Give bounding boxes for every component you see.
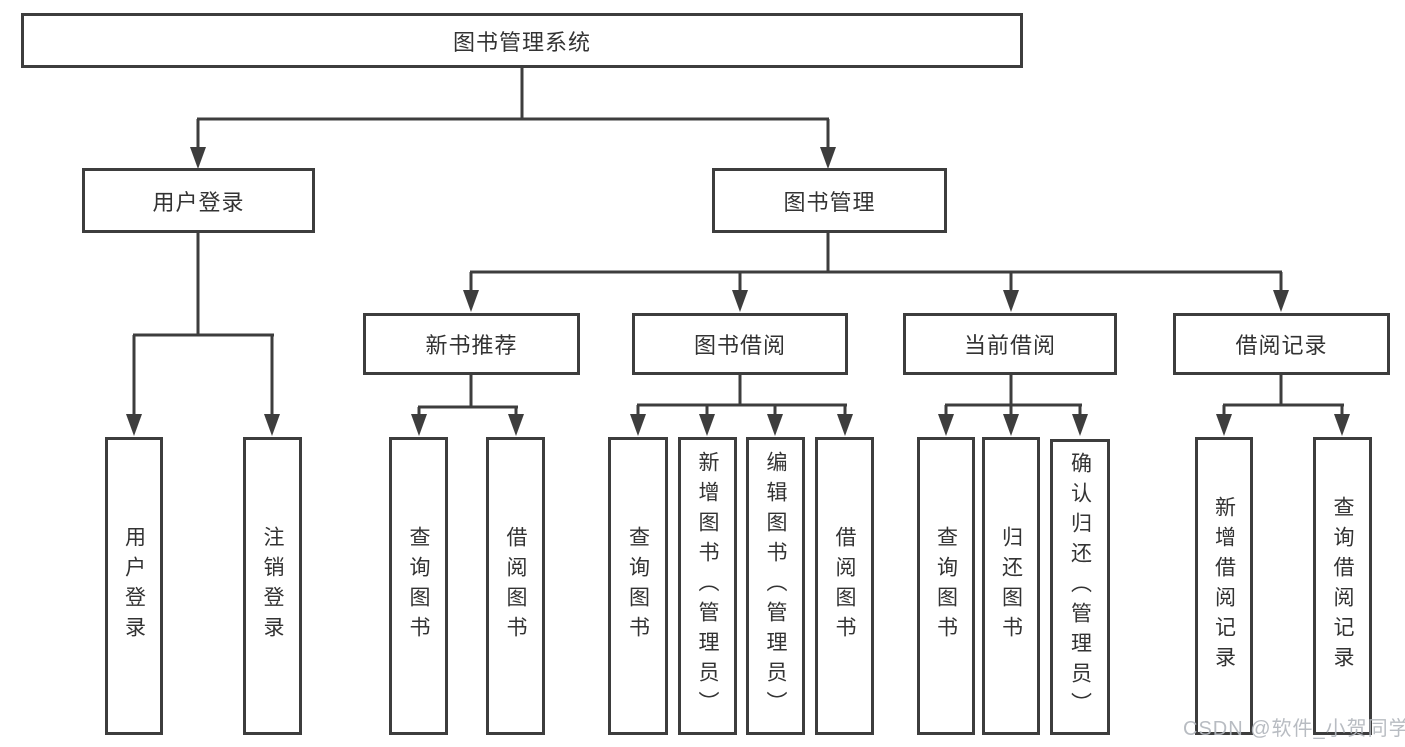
node-leaf-add-book-admin: 新增图书（管理员） [678,437,737,735]
node-leaf-borrow-books-borrow: 借阅图书 [815,437,874,735]
node-user-login: 用户登录 [82,168,315,233]
node-leaf-user-login: 用户登录 [105,437,163,735]
node-root: 图书管理系统 [21,13,1023,68]
node-leaf-logout: 注销登录 [243,437,302,735]
node-leaf-edit-book-admin: 编辑图书（管理员） [746,437,805,735]
node-current-borrowing: 当前借阅 [903,313,1117,375]
node-new-book-recommend: 新书推荐 [363,313,580,375]
node-borrowing-records: 借阅记录 [1173,313,1390,375]
node-leaf-query-books-current: 查询图书 [917,437,975,735]
node-leaf-query-books-borrow: 查询图书 [608,437,668,735]
csdn-watermark: CSDN @软件_小贺同学 [1183,718,1405,740]
node-leaf-add-borrow-record: 新增借阅记录 [1195,437,1253,735]
node-leaf-confirm-return-admin: 确认归还（管理员） [1050,439,1110,735]
node-leaf-return-books: 归还图书 [982,437,1040,735]
node-leaf-query-borrow-record: 查询借阅记录 [1313,437,1372,735]
node-leaf-borrow-books-recommend: 借阅图书 [486,437,545,735]
node-leaf-query-books-recommend: 查询图书 [389,437,448,735]
node-book-management: 图书管理 [712,168,947,233]
node-book-borrowing: 图书借阅 [632,313,848,375]
